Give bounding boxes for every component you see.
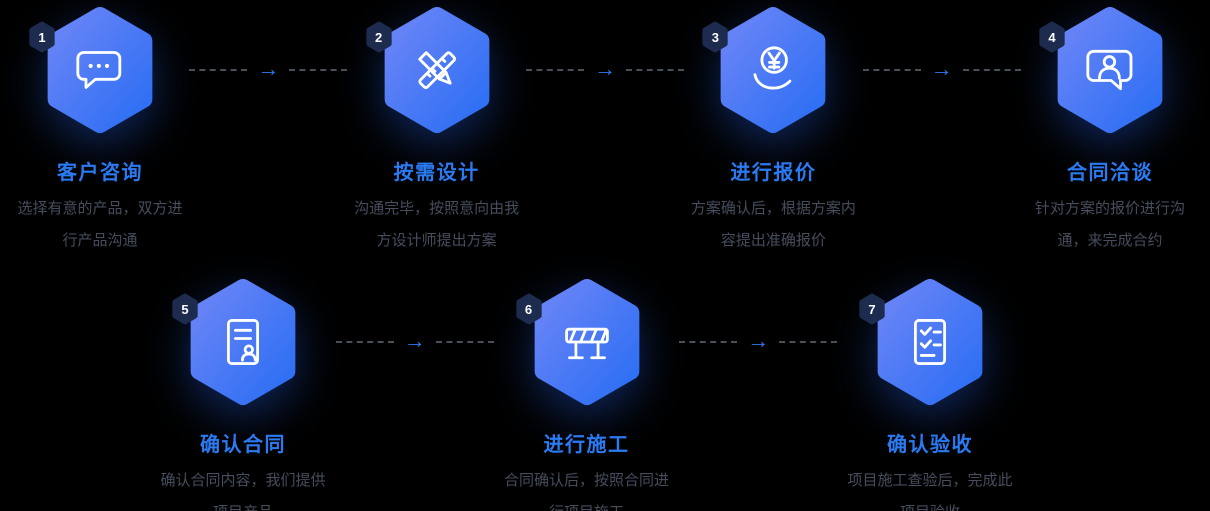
hexagon-shape [190,278,296,406]
step-title: 进行施工 [543,434,630,456]
badge-hexagon [702,21,728,53]
dashed-line [526,69,584,71]
step-title: 确认合同 [200,434,286,456]
step-title: 进行报价 [730,162,817,184]
step-description: 合同确认后，按照合同进行项目施工 [503,472,669,511]
step-number: 3 [711,29,719,45]
hexagon-shape [720,6,826,134]
step-title: 客户咨询 [57,162,143,184]
construction-barrier-icon [564,327,609,360]
step-number-badge: 5 [170,292,200,326]
step-card-2: 2 按需设计 沟通完毕，按照意向由我方设计师提出方案 [354,6,519,256]
step-description: 沟通完毕，按照意向由我方设计师提出方案 [354,200,520,249]
step-number: 6 [524,301,533,317]
step-number: 4 [1048,29,1056,45]
badge-hexagon [1039,21,1065,53]
step-description: 选择有意的产品，双方进行产品沟通 [17,200,183,249]
flow-row-1: 1 客户咨询 选择有意的产品，双方进行产品沟通 → [17,6,1185,256]
hexagon-shape [384,6,490,134]
dashed-line [679,341,738,343]
step-hexagon-6: 6 [515,278,646,406]
pencil-ruler-icon [417,51,456,89]
step-number-badge: 7 [857,292,887,326]
connector-5-6: → [308,328,522,353]
connector-2-3: → [502,56,709,81]
checklist-icon [914,319,946,365]
badge-hexagon [172,293,198,325]
step-card-4: 4 合同洽谈 针对方案的报价进行沟通，来完成合约 [1035,6,1185,256]
step-title: 确认验收 [887,434,973,456]
step-card-1: 1 客户咨询 选择有意的产品，双方进行产品沟通 [17,6,183,256]
arrow-right-icon: → [403,328,426,353]
hand-yen-coin-icon [753,46,792,90]
hexagon-shape [47,6,153,134]
step-card-6: 6 进行施工 合同确认后，按照合同进行项目施工 [504,278,669,511]
connector-6-7: → [652,328,866,353]
arrow-right-icon: → [747,328,770,353]
step-hexagon-3: 3 [702,6,832,134]
step-number-badge: 2 [364,20,394,54]
step-number: 2 [375,29,383,45]
step-description: 方案确认后，根据方案内容提出准确报价 [690,200,856,249]
person-speech-bubble-icon [1086,49,1133,91]
badge-hexagon [29,21,55,53]
dashed-line [335,341,394,343]
step-title: 合同洽谈 [1067,162,1154,184]
step-number: 1 [38,29,46,45]
dashed-line [189,69,248,71]
dashed-line [289,69,348,71]
step-number: 5 [181,301,189,317]
step-description: 项目施工查验后，完成此项目验收 [847,472,1013,511]
badge-hexagon [366,21,392,53]
step-hexagon-1: 1 [29,6,159,134]
step-description: 确认合同内容，我们提供项目产品 [160,472,326,511]
dashed-line [779,341,838,343]
hexagon-shape [1057,6,1163,134]
arrow-right-icon: → [930,56,953,81]
step-number: 7 [868,301,876,317]
step-card-5: 5 确认合同 确认合同内容，我们提供项目产品 [160,278,326,511]
contract-document-icon [227,319,259,365]
badge-hexagon [859,293,885,325]
step-number-badge: 6 [514,292,544,326]
step-number-badge: 3 [700,20,730,54]
connector-3-4: → [838,56,1045,81]
step-title: 按需设计 [393,162,480,184]
step-description: 针对方案的报价进行沟通，来完成合约 [1035,200,1186,249]
dashed-line [435,341,494,343]
connector-1-2: → [165,56,372,81]
step-card-3: 3 进行报价 方案确认后，根据方案内容提出准确报价 [691,6,856,256]
step-hexagon-5: 5 [172,278,302,406]
arrow-right-icon: → [257,56,280,81]
dashed-line [962,69,1021,71]
chat-dots-icon [76,51,122,89]
flow-row-2: 5 确认合同 确认合同内容，我们提供项目产品 → [160,278,1013,511]
step-number-badge: 4 [1037,20,1067,54]
step-hexagon-2: 2 [366,6,496,134]
dashed-line [626,69,684,71]
arrow-right-icon: → [594,56,616,81]
step-hexagon-7: 7 [859,278,989,406]
step-number-badge: 1 [27,20,57,54]
dashed-line [862,69,921,71]
badge-hexagon [515,293,542,325]
step-hexagon-4: 4 [1039,6,1169,134]
step-card-7: 7 确认验收 项目施工查验后，完成此项目验收 [847,278,1013,511]
